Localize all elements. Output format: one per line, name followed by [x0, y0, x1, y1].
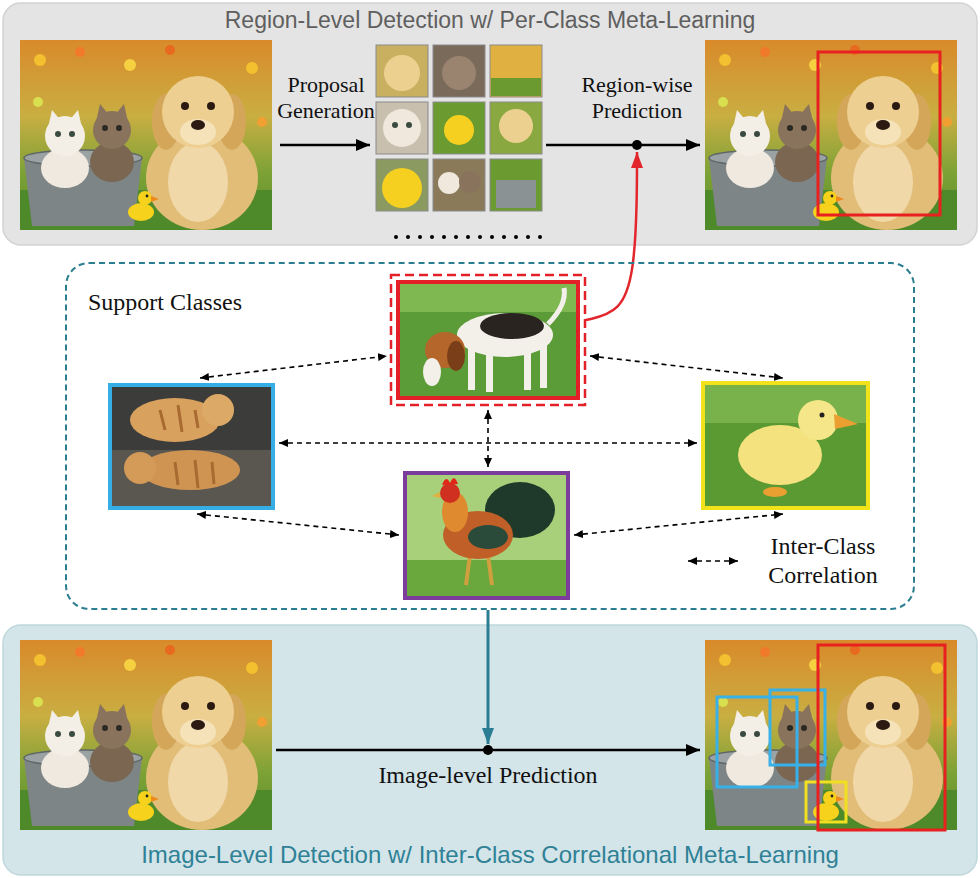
support-rooster	[405, 473, 568, 598]
node-text: Image-Level Detection w/ Inter-Class Cor…	[141, 841, 839, 870]
label-box: Image-level Prediction	[328, 761, 648, 790]
junction-dot	[483, 745, 493, 755]
junction-dot	[632, 140, 642, 150]
node-text: Support Classes	[88, 288, 242, 317]
step-label: Region-wise Prediction	[567, 72, 707, 125]
scene-photo	[705, 40, 957, 230]
support-dog	[391, 275, 585, 405]
label-box: Proposal Generation	[267, 72, 385, 125]
step-label: Image-level Prediction	[328, 761, 648, 790]
panel-band: Region-Level Detection w/ Per-Class Meta…	[3, 3, 977, 245]
ellipsis-dots	[394, 235, 542, 239]
legend-text: Inter-Class Correlation	[748, 532, 898, 590]
connector-arrow	[586, 152, 637, 320]
scene-photo	[705, 640, 957, 830]
pipeline-arrows	[276, 145, 700, 750]
panel-ground	[3, 625, 977, 875]
scene-photo	[20, 640, 272, 830]
support-cat	[110, 385, 273, 508]
correlation-arrows	[197, 356, 783, 535]
connector-layer	[488, 152, 637, 744]
support-duck	[703, 383, 868, 508]
node-text: Region-Level Detection w/ Per-Class Meta…	[225, 7, 756, 35]
panel-band: Image-Level Detection w/ Inter-Class Cor…	[3, 625, 977, 875]
proposal-thumbnails	[376, 45, 542, 211]
scene-photo	[20, 40, 272, 230]
label-box: Region-wise Prediction	[567, 72, 707, 125]
step-label: Proposal Generation	[267, 72, 385, 125]
panel-ground	[3, 3, 977, 245]
legend-swatch	[686, 554, 740, 568]
connector-arrow	[487, 610, 490, 744]
